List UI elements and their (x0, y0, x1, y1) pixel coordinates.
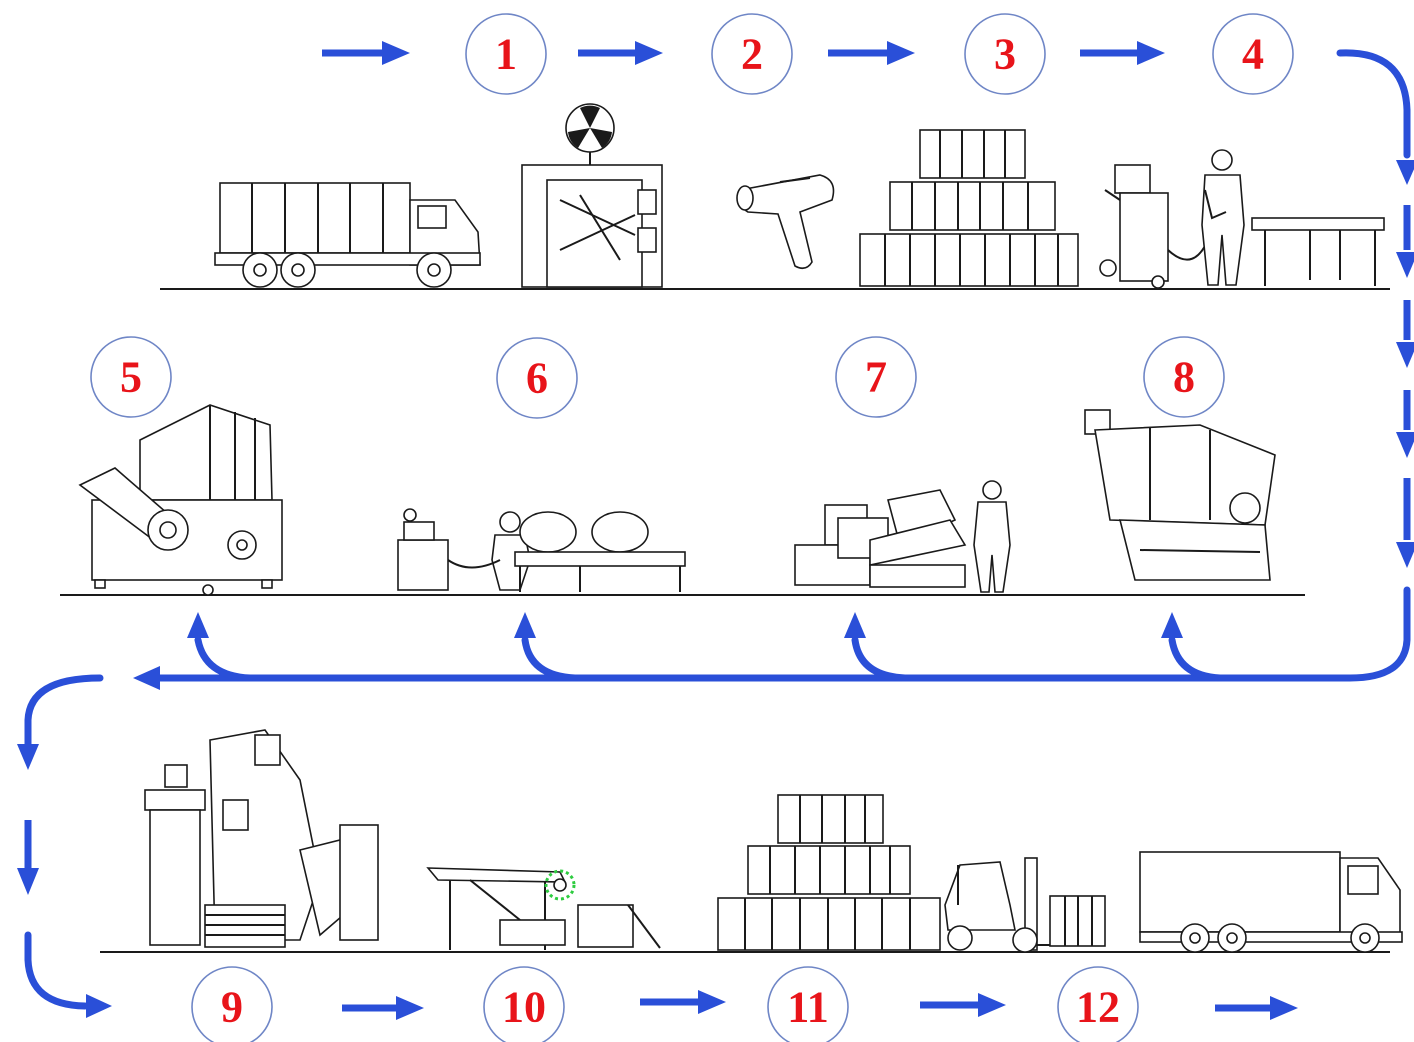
step-circle (465, 13, 547, 95)
band-saw-machine-icon (1084, 409, 1276, 581)
stacked-boxes-icon (717, 794, 941, 951)
step-marker-4: 4 (1212, 13, 1294, 95)
step-label-2: 2 (741, 30, 763, 79)
step-label-4: 4 (1242, 30, 1264, 79)
step-label-3: 3 (994, 30, 1016, 79)
step-label-7: 7 (865, 353, 887, 402)
worker-with-cutting-cart-icon (1099, 149, 1385, 289)
step-label-6: 6 (526, 354, 548, 403)
step-label-11: 11 (787, 983, 829, 1032)
step-label-1: 1 (495, 30, 517, 79)
press-machine-with-operator-icon (794, 480, 1011, 593)
step-circle (835, 336, 917, 418)
step-marker-5: 5 (90, 336, 172, 418)
left-flow-arrows (17, 674, 112, 1018)
step-circle (1212, 13, 1294, 95)
step-label-12: 12 (1076, 983, 1120, 1032)
step-marker-2: 2 (711, 13, 793, 95)
flow-arrows-row-3 (342, 990, 1298, 1020)
step-marker-6: 6 (496, 337, 578, 419)
step-markers: 1 2 3 4 5 6 7 8 (90, 13, 1294, 1042)
box-truck-icon (1139, 851, 1403, 953)
step-circle (964, 13, 1046, 95)
shot-blasting-machine-icon (144, 729, 379, 948)
dump-truck-icon (214, 182, 481, 288)
radiation-portal-icon (521, 103, 663, 288)
step-marker-12: 12 (1057, 966, 1139, 1042)
row-3 (100, 729, 1403, 1020)
welder-with-pipes-icon (397, 508, 686, 592)
step-label-8: 8 (1173, 353, 1195, 402)
step-circle (496, 337, 578, 419)
row-1 (160, 41, 1414, 290)
step-circle (711, 13, 793, 95)
step-circle (1057, 966, 1139, 1042)
step-label-10: 10 (502, 983, 546, 1032)
step-label-5: 5 (120, 353, 142, 402)
step-marker-11: 11 (767, 966, 849, 1042)
step-marker-3: 3 (964, 13, 1046, 95)
step-marker-9: 9 (191, 966, 273, 1042)
right-flow-arrows (133, 205, 1414, 690)
handheld-analyzer-icon (736, 174, 835, 270)
step-circle (767, 966, 849, 1042)
stacked-boxes-icon (859, 129, 1079, 287)
conveyor-table-icon (426, 867, 661, 950)
return-arrows-row-2 (187, 612, 1224, 682)
step-label-9: 9 (221, 983, 243, 1032)
flow-arrows-row-1 (322, 41, 1414, 185)
step-circle (90, 336, 172, 418)
step-circle (483, 966, 565, 1042)
shredder-machine-icon (78, 404, 283, 596)
step-marker-1: 1 (465, 13, 547, 95)
step-marker-8: 8 (1143, 336, 1225, 418)
forklift-icon (944, 857, 1106, 953)
step-circle (1143, 336, 1225, 418)
step-circle (191, 966, 273, 1042)
highlight-wheel-icon (544, 869, 576, 901)
row-2 (60, 404, 1305, 682)
step-marker-7: 7 (835, 336, 917, 418)
step-marker-10: 10 (483, 966, 565, 1042)
